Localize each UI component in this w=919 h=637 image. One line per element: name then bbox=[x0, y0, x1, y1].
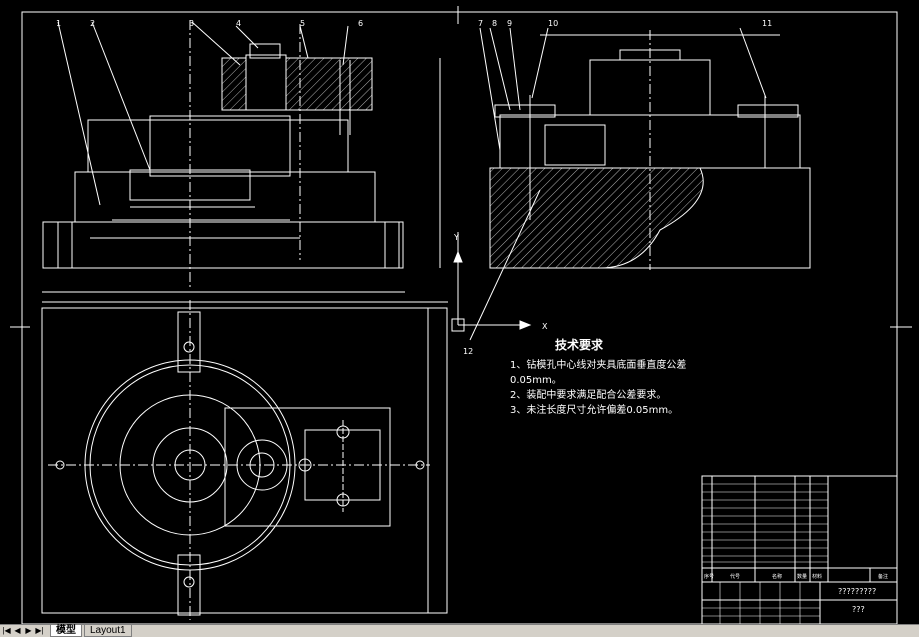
title-block-labels: 序号 代号 名称 数量 材料 备注 ????????? ??? bbox=[704, 573, 888, 614]
tab-layout1[interactable]: Layout1 bbox=[84, 625, 132, 637]
part-label-2: 2 bbox=[90, 19, 95, 28]
part-label-6: 6 bbox=[358, 19, 363, 28]
bom-header-name: 名称 bbox=[772, 573, 782, 580]
tech-requirement-line: 2、装配中要求满足配合公差要求。 bbox=[510, 390, 667, 401]
top-view bbox=[41, 300, 448, 620]
part-number-labels: 1 2 3 4 5 6 7 8 9 10 11 12 Y X bbox=[56, 19, 772, 356]
ucs-x-label: X bbox=[542, 322, 548, 331]
tech-requirement-line: 1、钻模孔中心线对夹具底面垂直度公差 bbox=[510, 360, 687, 371]
leader-12 bbox=[469, 189, 541, 341]
bom-header-code: 代号 bbox=[730, 573, 740, 580]
title-block-name: ????????? bbox=[838, 587, 876, 596]
tech-requirement-line: 0.05mm。 bbox=[510, 375, 562, 386]
side-view bbox=[479, 27, 811, 270]
part-label-9: 9 bbox=[507, 19, 512, 28]
part-label-10: 10 bbox=[548, 19, 558, 28]
part-label-8: 8 bbox=[492, 19, 497, 28]
next-tab-button[interactable]: ▶ bbox=[25, 626, 32, 635]
ucs-icon bbox=[451, 232, 532, 332]
tech-requirement-line: 3、未注长度尺寸允许偏差0.05mm。 bbox=[510, 405, 679, 416]
bom-header-remark: 备注 bbox=[878, 573, 888, 580]
tech-requirements-title: 技术要求 bbox=[555, 338, 604, 352]
tab-model[interactable]: 模型 bbox=[50, 625, 82, 637]
bom-header-index: 序号 bbox=[704, 573, 714, 580]
ucs-y-label: Y bbox=[453, 233, 459, 242]
bom-header-qty: 数量 bbox=[797, 573, 807, 580]
part-label-12: 12 bbox=[463, 347, 473, 356]
prev-tab-button[interactable]: ◀ bbox=[14, 626, 21, 635]
part-label-1: 1 bbox=[56, 19, 61, 28]
layout-tab-bar: |◀ ◀ ▶ ▶| 模型 Layout1 bbox=[0, 624, 919, 637]
part-label-3: 3 bbox=[189, 19, 194, 28]
part-label-7: 7 bbox=[478, 19, 483, 28]
part-label-4: 4 bbox=[236, 19, 241, 28]
bom-rows bbox=[702, 483, 828, 624]
first-tab-button[interactable]: |◀ bbox=[2, 626, 11, 635]
cad-drawing-canvas[interactable]: 1 2 3 4 5 6 7 8 9 10 11 12 Y X 序号 代号 名称 … bbox=[0, 0, 919, 624]
part-label-5: 5 bbox=[300, 19, 305, 28]
front-view bbox=[42, 20, 441, 293]
bom-header-material: 材料 bbox=[812, 573, 822, 580]
drawing-border bbox=[21, 11, 898, 624]
title-block-subname: ??? bbox=[852, 605, 865, 614]
title-block bbox=[701, 475, 898, 624]
part-label-11: 11 bbox=[762, 19, 772, 28]
last-tab-button[interactable]: ▶| bbox=[35, 626, 44, 635]
